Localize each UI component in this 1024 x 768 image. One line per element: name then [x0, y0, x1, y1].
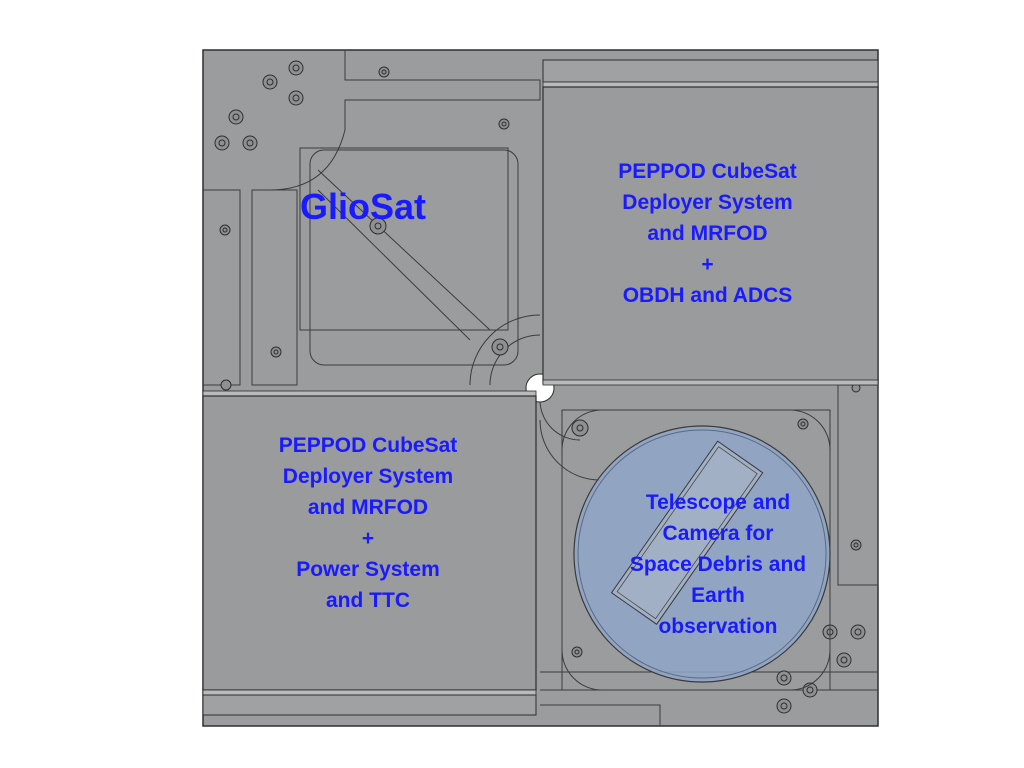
- label-line: observation: [658, 615, 778, 638]
- label-line: Power System: [296, 558, 440, 581]
- plate-structure: [203, 50, 879, 726]
- label-line: +: [361, 527, 375, 550]
- label-line: OBDH and ADCS: [622, 284, 793, 307]
- label-line: and TTC: [326, 589, 410, 612]
- label-line: and MRFOD: [307, 496, 429, 519]
- label-line: PEPPOD CubeSat: [278, 434, 458, 457]
- label-line: Deployer System: [622, 191, 793, 214]
- bottom-left-panel: [202, 390, 537, 716]
- satellite-title: GlioSat: [300, 186, 427, 227]
- camera-body: [610, 440, 764, 625]
- label-line: +: [701, 253, 714, 276]
- label-line: Space Debris and: [629, 553, 807, 576]
- label-line: Deployer System: [282, 465, 454, 488]
- bottom-left-panel-label: PEPPOD CubeSat Deployer System and MRFOD…: [218, 430, 518, 616]
- label-line: PEPPOD CubeSat: [618, 160, 797, 183]
- label-line: Telescope and: [645, 491, 791, 514]
- telescope-mount: [561, 409, 831, 691]
- telescope-label: Telescope and Camera for Space Debris an…: [610, 487, 826, 642]
- label-line: and MRFOD: [647, 222, 768, 245]
- bolt-pattern: [214, 60, 866, 714]
- top-right-panel-label: PEPPOD CubeSat Deployer System and MRFOD…: [555, 156, 860, 311]
- label-line: Camera for: [662, 522, 774, 545]
- label-line: Earth: [691, 584, 745, 607]
- top-right-panel: [542, 59, 879, 386]
